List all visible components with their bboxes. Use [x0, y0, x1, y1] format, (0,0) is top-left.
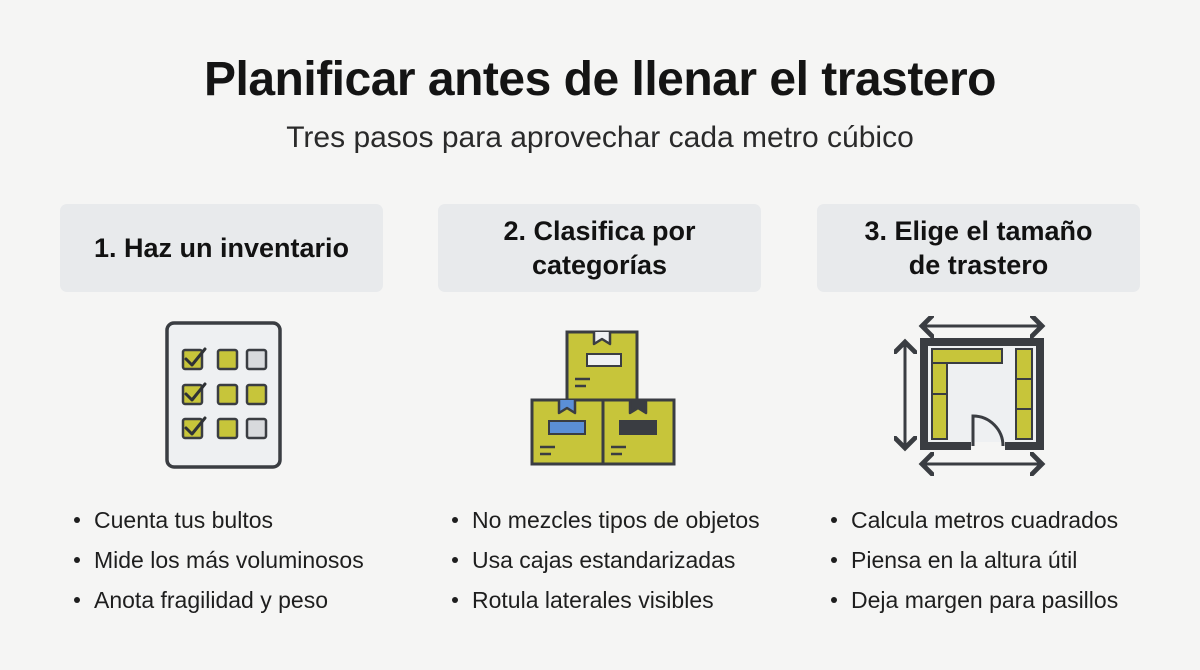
step-heading-card: 1. Haz un inventario [60, 204, 383, 292]
list-item: Deja margen para pasillos [831, 580, 1118, 620]
list-item: Piensa en la altura útil [831, 540, 1118, 580]
bullet-dot-icon [831, 557, 837, 563]
bullet-dot-icon [831, 597, 837, 603]
list-item: Anota fragilidad y peso [74, 580, 364, 620]
step-heading-card: 2. Clasifica por categorías [438, 204, 761, 292]
bullet-dot-icon [74, 557, 80, 563]
bullet-dot-icon [74, 597, 80, 603]
bullet-dot-icon [74, 517, 80, 523]
list-item: Cuenta tus bultos [74, 500, 364, 540]
bullet-dot-icon [452, 557, 458, 563]
list-item: No mezcles tipos de objetos [452, 500, 760, 540]
checklist-icon [60, 316, 383, 476]
step-bullet-list: Cuenta tus bultos Mide los más voluminos… [74, 500, 364, 620]
bullet-dot-icon [452, 517, 458, 523]
step-bullet-list: Calcula metros cuadrados Piensa en la al… [831, 500, 1118, 620]
step-bullet-list: No mezcles tipos de objetos Usa cajas es… [452, 500, 760, 620]
page-subtitle: Tres pasos para aprovechar cada metro cú… [286, 121, 914, 154]
bullet-dot-icon [831, 517, 837, 523]
list-item: Mide los más voluminosos [74, 540, 364, 580]
step-column-size: 3. Elige el tamaño de trastero [817, 204, 1140, 644]
bullet-dot-icon [452, 597, 458, 603]
step-column-inventory: 1. Haz un inventario Cuenta tus bultos M… [60, 204, 383, 644]
floor-plan-icon [817, 316, 1140, 476]
page-title: Planificar antes de llenar el trastero [203, 53, 997, 106]
list-item: Usa cajas estandarizadas [452, 540, 760, 580]
stacked-boxes-icon [438, 316, 761, 476]
list-item: Calcula metros cuadrados [831, 500, 1118, 540]
step-heading-card: 3. Elige el tamaño de trastero [817, 204, 1140, 292]
list-item: Rotula laterales visibles [452, 580, 760, 620]
step-column-categories: 2. Clasifica por categorías No mezcles t… [438, 204, 761, 644]
